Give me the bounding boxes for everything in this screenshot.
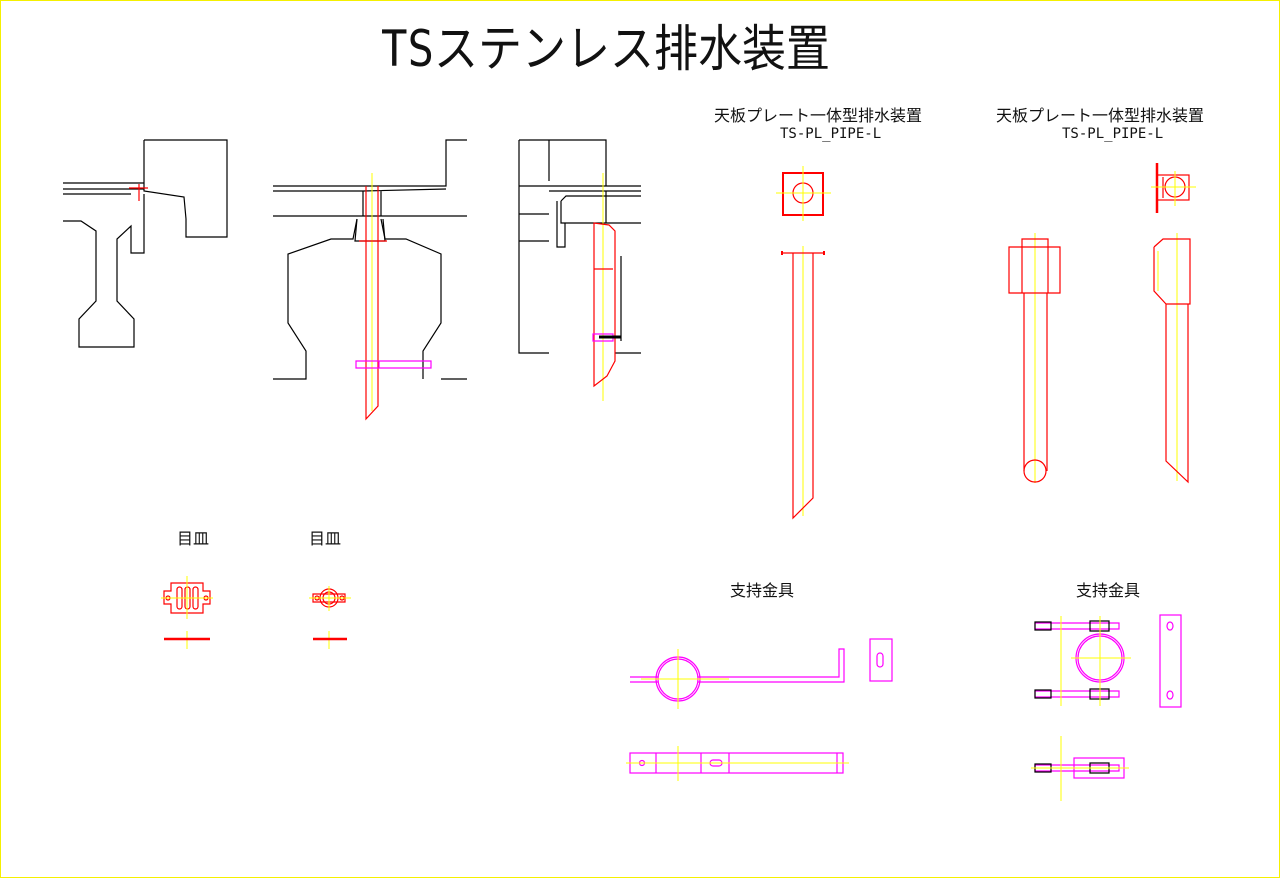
section-view-2: [273, 139, 467, 421]
pipe-view-1-code: TS-PL_PIPE-L: [780, 126, 882, 142]
pipe-drawing-1: [776, 166, 831, 520]
pipe-view-1-title: 天板プレート一体型排水装置: [714, 106, 923, 125]
grate-2-label: 目皿: [309, 529, 342, 548]
section-view-3: [518, 139, 641, 401]
support-1-label: 支持金具: [730, 581, 795, 600]
grate-1-label: 目皿: [177, 529, 210, 548]
support-bracket-2: [1031, 614, 1182, 801]
support-bracket-1: [626, 638, 893, 781]
pipe-drawing-2: [1008, 163, 1196, 484]
grate-slotted: [161, 576, 213, 649]
grate-round: [309, 586, 351, 649]
section-view-1: [63, 139, 228, 348]
pipe-view-2-code: TS-PL_PIPE-L: [1062, 126, 1164, 142]
drawing-title: TSステンレス排水装置: [381, 20, 830, 78]
support-2-label: 支持金具: [1076, 581, 1141, 600]
pipe-view-2-title: 天板プレート一体型排水装置: [996, 106, 1205, 125]
